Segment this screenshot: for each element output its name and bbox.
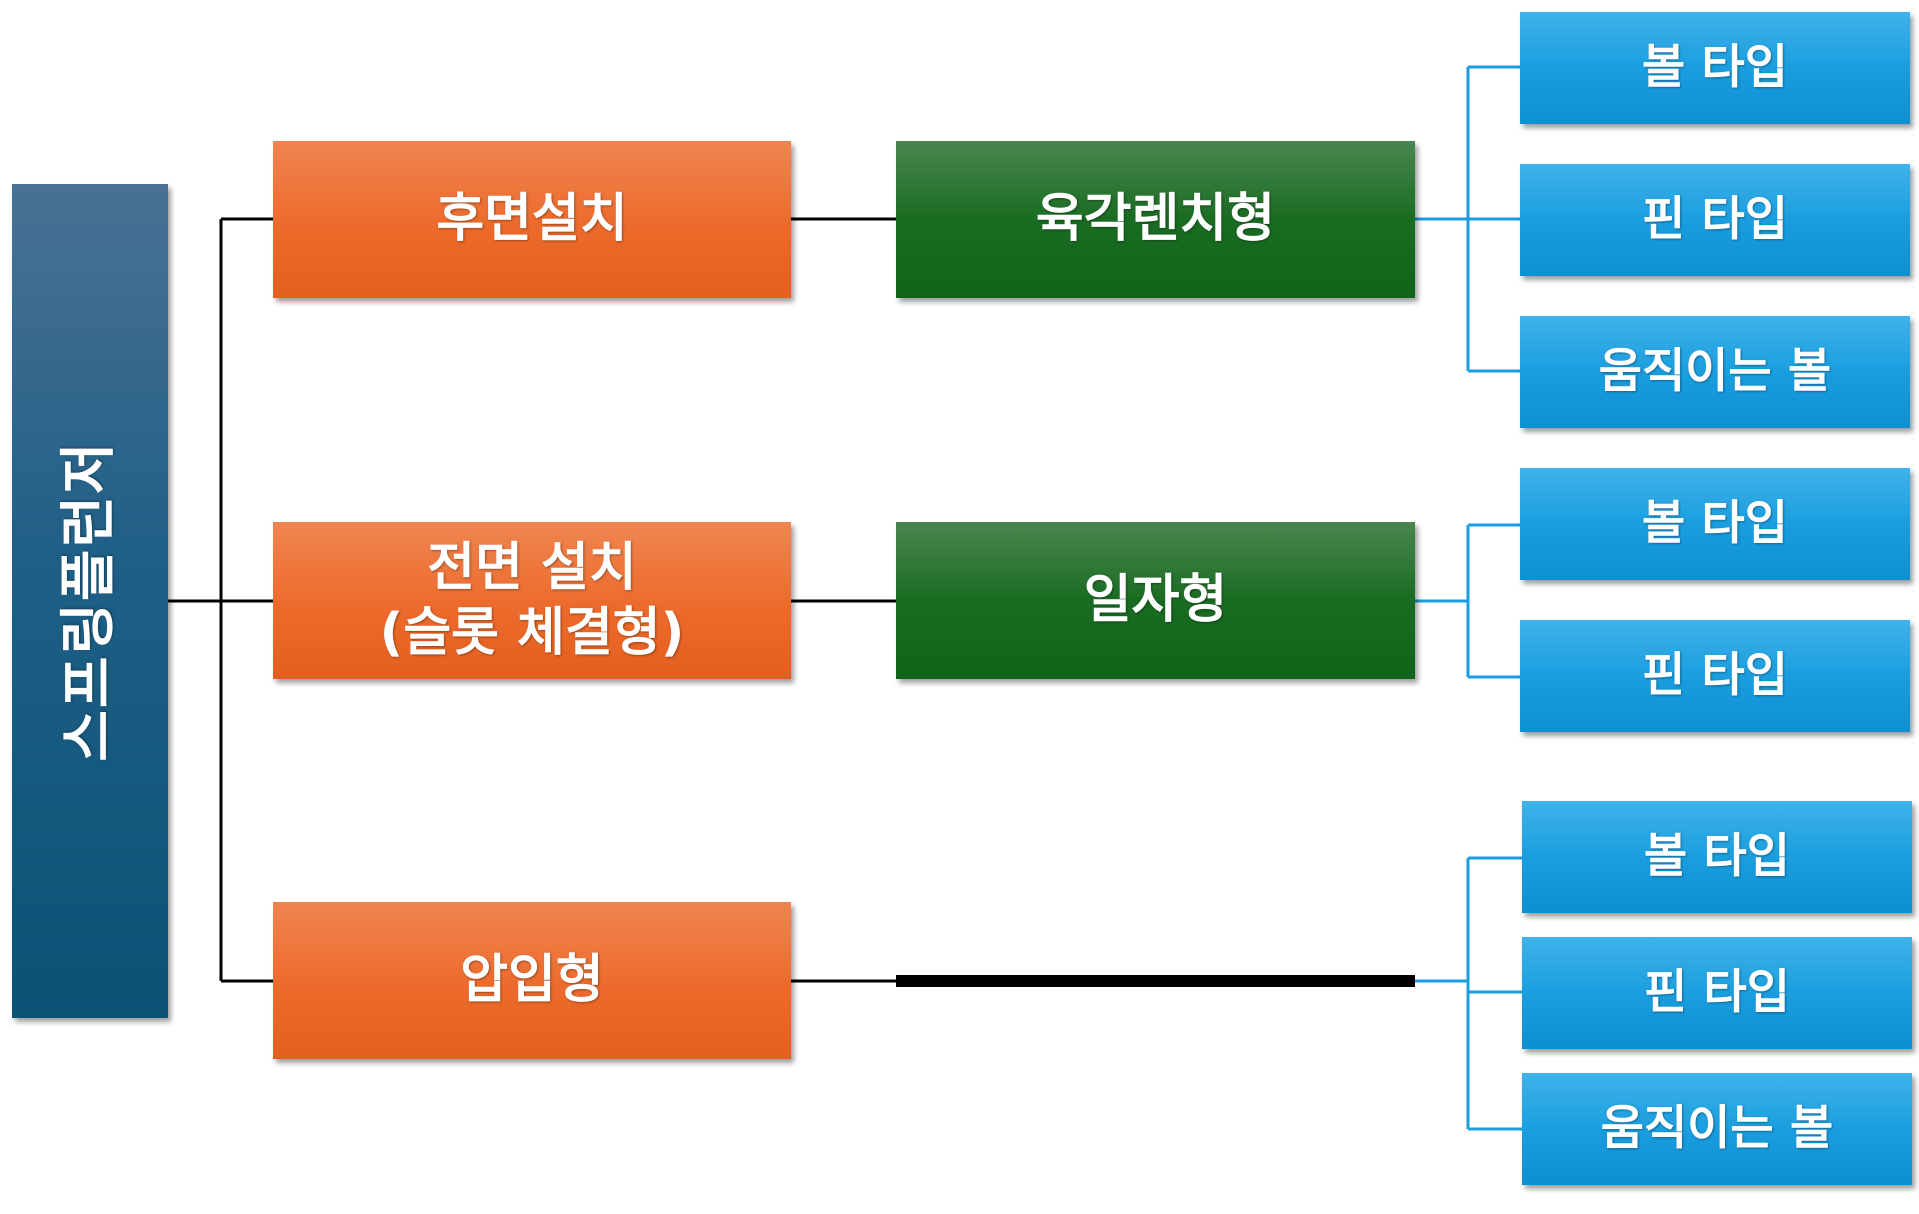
tip-node-group1-pin: 핀 타입 <box>1520 164 1910 276</box>
root-node: 스프링플런저 <box>12 184 168 1018</box>
installation-node-pressfit-label: 압입형 <box>460 950 604 1010</box>
body-node-hex-wrench: 육각렌치형 <box>896 141 1415 298</box>
installation-node-rear: 후면설치 <box>273 141 791 298</box>
installation-node-front-label-line2: (슬롯 체결형) <box>379 602 685 663</box>
installation-node-rear-label: 후면설치 <box>436 189 628 249</box>
root-node-label: 스프링플런저 <box>57 440 122 762</box>
installation-node-front-label-line1: 전면 설치 <box>427 537 637 598</box>
tip-node-group1-moving-ball: 움직이는 볼 <box>1520 316 1910 428</box>
tip-node-group3-pin-label: 핀 타입 <box>1643 964 1791 1020</box>
tip-node-group3-ball: 볼 타입 <box>1522 801 1912 913</box>
tip-node-group2-ball: 볼 타입 <box>1520 468 1910 580</box>
tip-node-group3-pin: 핀 타입 <box>1522 937 1912 1049</box>
tip-node-group1-pin-label: 핀 타입 <box>1641 191 1789 247</box>
tip-node-group3-moving-ball: 움직이는 볼 <box>1522 1073 1912 1185</box>
tip-node-group1-ball-label: 볼 타입 <box>1641 39 1789 95</box>
tip-node-group2-pin-label: 핀 타입 <box>1641 647 1789 703</box>
body-node-slotted: 일자형 <box>896 522 1415 679</box>
tip-node-group2-ball-label: 볼 타입 <box>1641 495 1789 551</box>
tip-node-group2-pin: 핀 타입 <box>1520 620 1910 732</box>
body-node-hex-wrench-label: 육각렌치형 <box>1035 189 1276 249</box>
tip-node-group3-ball-label: 볼 타입 <box>1643 828 1791 884</box>
installation-node-pressfit: 압입형 <box>273 902 791 1059</box>
installation-node-front: 전면 설치 (슬롯 체결형) <box>273 522 791 679</box>
tip-node-group3-moving-ball-label: 움직이는 볼 <box>1600 1100 1834 1156</box>
tip-node-group1-ball: 볼 타입 <box>1520 12 1910 124</box>
tip-node-group1-moving-ball-label: 움직이는 볼 <box>1598 343 1832 399</box>
body-node-slotted-label: 일자형 <box>1083 570 1228 630</box>
